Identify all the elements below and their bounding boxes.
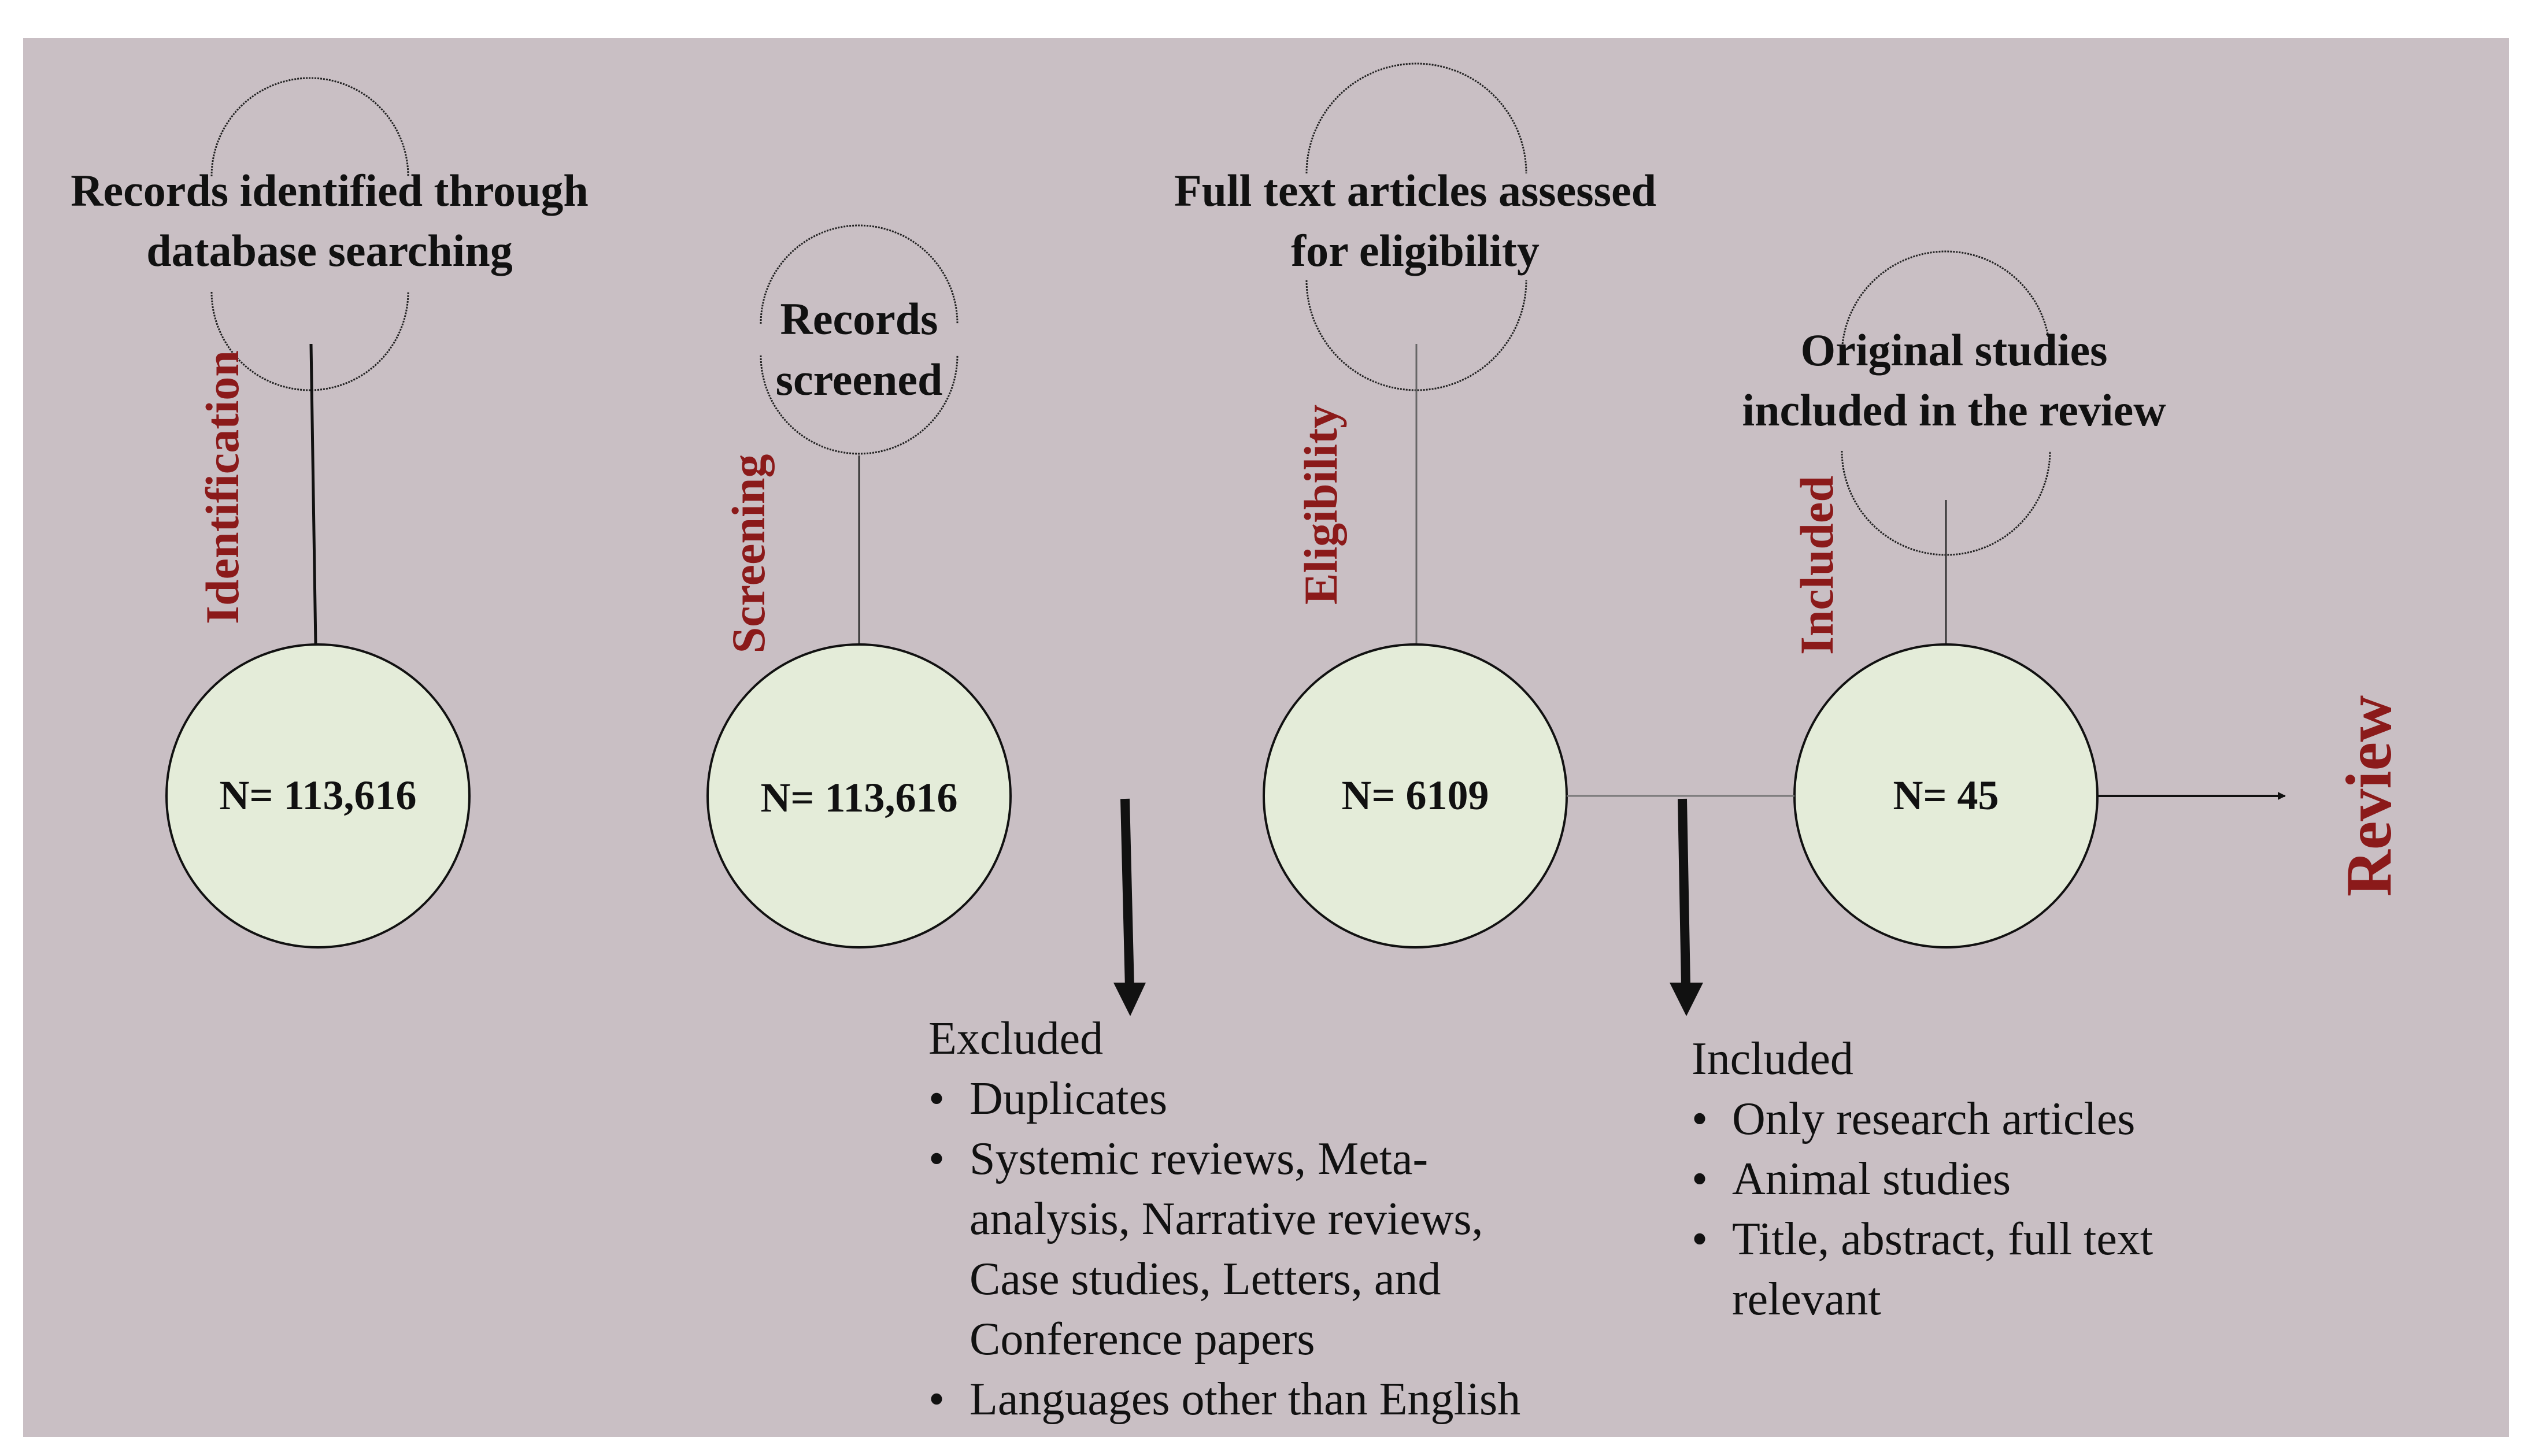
stage-identification: Records identified through database sear… (71, 77, 589, 949)
included-item-animal-studies: Animal studies (1732, 1154, 2011, 1205)
stage-title-line-1: Original studies (1801, 325, 2108, 375)
arrow-shaft (1120, 798, 1134, 989)
excluded-heading: Excluded (928, 1013, 1103, 1064)
included-heading: Included (1692, 1033, 1853, 1084)
count-circle (706, 643, 1012, 949)
excluded-item-duplicates: Duplicates (970, 1073, 1167, 1124)
excluded-item-languages: Languages other than English (970, 1374, 1520, 1425)
phase-label-included: Included (1790, 476, 1843, 655)
arrow-shaft (1678, 798, 1690, 986)
bullet-glyph: • (928, 1133, 945, 1184)
stage-title-line-2: screened (776, 354, 943, 405)
bullet-glyph: • (928, 1073, 945, 1124)
included-arrow (1670, 798, 1703, 1016)
count-circle (165, 643, 471, 949)
stage-title-line-2: included in the review (1742, 385, 2166, 435)
count-label: N= 45 (1893, 772, 1999, 818)
stage-eligibility: Full text articles assessed for eligibil… (1174, 62, 1656, 949)
dashed-arc-top (210, 77, 409, 177)
stage-title-line-1: Full text articles assessed (1174, 165, 1656, 216)
excluded-list: Excluded • Duplicates • Systemic reviews… (928, 1013, 1520, 1425)
connector-line (309, 343, 317, 645)
stage-screening: Records screened Screening N= 113,616 (706, 224, 1012, 949)
stage-title-line-2: database searching (146, 225, 512, 276)
excluded-item-publication-types: Conference papers (970, 1314, 1315, 1365)
excluded-item-publication-types: analysis, Narrative reviews, (970, 1194, 1483, 1244)
stage-title-line-1: Records identified through (71, 165, 589, 216)
phase-label-screening: Screening (722, 454, 775, 654)
dashed-arc-bottom (760, 355, 959, 455)
bullet-glyph: • (1692, 1094, 1708, 1144)
bullet-glyph: • (1692, 1214, 1708, 1265)
stage-title-line-1: Records (780, 294, 938, 344)
included-item-research-articles: Only research articles (1732, 1094, 2135, 1144)
dashed-arc-bottom (1305, 280, 1527, 391)
stage-title-line-2: for eligibility (1291, 225, 1540, 276)
dashed-arc-top (1305, 62, 1527, 174)
stage-included: Original studies included in the review … (1742, 250, 2166, 949)
arrow-head (1113, 983, 1146, 1016)
dashed-arc-bottom (210, 291, 409, 391)
excluded-item-publication-types: Case studies, Letters, and (970, 1254, 1441, 1305)
phase-label-eligibility: Eligibility (1294, 405, 1347, 605)
phase-label-identification: Identification (196, 350, 249, 624)
included-item-relevance: relevant (1732, 1274, 1881, 1325)
bullet-glyph: • (1692, 1154, 1708, 1205)
excluded-item-publication-types: Systemic reviews, Meta- (970, 1133, 1428, 1184)
arrow-head (1670, 983, 1703, 1016)
count-label: N= 6109 (1341, 772, 1489, 818)
count-label: N= 113,616 (219, 772, 416, 818)
excluded-arrow (1113, 798, 1146, 1016)
dashed-arc-top (1841, 250, 2051, 356)
bullet-glyph: • (928, 1374, 945, 1425)
included-item-relevance: Title, abstract, full text (1732, 1214, 2153, 1265)
count-label: N= 113,616 (760, 775, 957, 821)
included-criteria-list: Included • Only research articles • Anim… (1692, 1033, 2153, 1325)
dashed-arc-top (760, 224, 959, 324)
review-label: Review (2333, 695, 2405, 896)
